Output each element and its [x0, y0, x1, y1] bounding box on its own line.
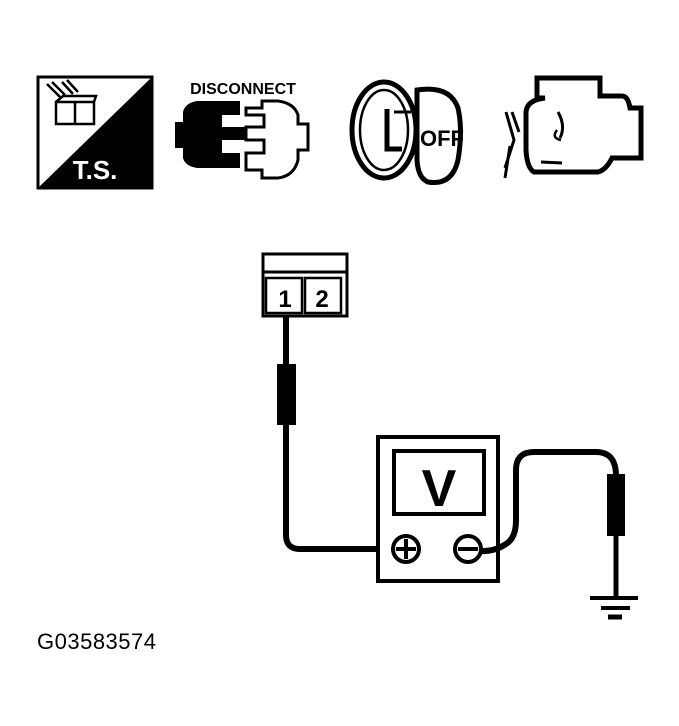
ground-symbol-icon [590, 596, 638, 620]
meter-display-label: V [422, 460, 457, 518]
off-label: OFF [420, 126, 464, 151]
plug-male-icon [175, 101, 246, 168]
engine-icon [503, 75, 644, 179]
plug-female-icon [244, 99, 310, 180]
meter-display [392, 449, 486, 516]
voltmeter: V [376, 435, 500, 583]
ignition-key-off-icon: OFF [349, 79, 464, 186]
terminal-2 [303, 276, 343, 315]
disconnect-label: DISCONNECT [190, 81, 296, 98]
terminal-1 [264, 276, 304, 315]
ts-label: T.S. [73, 155, 118, 185]
positive-test-lead [277, 316, 395, 552]
ts-trouble-shooting-icon: T.S. [36, 75, 154, 190]
terminal-2-label: 2 [315, 286, 328, 313]
terminal-1-label: 1 [278, 286, 291, 313]
harness-connector: 1 2 [261, 252, 349, 318]
connector-glyph-icon [46, 79, 98, 126]
probe-body-positive [277, 364, 296, 425]
negative-test-lead [479, 449, 625, 598]
probe-body-negative [607, 474, 625, 536]
disconnect-icon: DISCONNECT [175, 81, 310, 180]
figure-id-label: G03583574 [37, 629, 157, 654]
